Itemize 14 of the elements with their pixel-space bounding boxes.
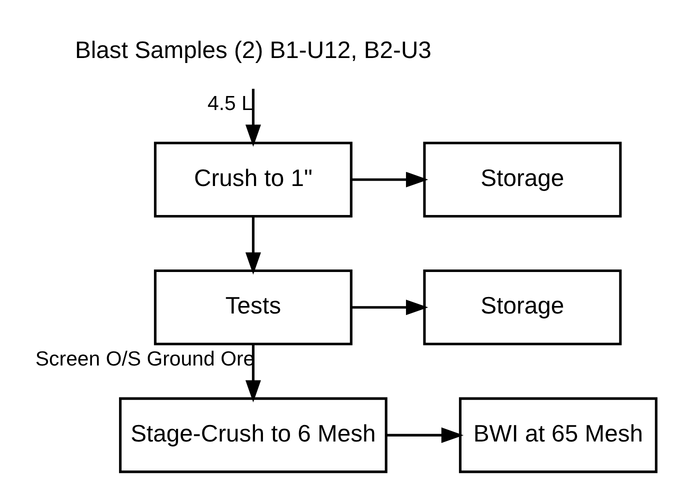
node-text: Blast Samples (2) B1-U12, B2-U3 — [74, 37, 432, 64]
node-box: Stage-Crush to 6 Mesh — [119, 397, 388, 474]
arrow — [245, 216, 261, 275]
node-box: Crush to 1" — [154, 142, 352, 218]
node-box: BWI at 65 Mesh — [458, 397, 658, 474]
arrow — [352, 300, 428, 316]
edge-label: 4.5 L — [207, 92, 253, 116]
arrow — [352, 172, 428, 188]
node-box: Tests — [154, 269, 352, 346]
arrow — [245, 88, 261, 147]
arrow — [386, 427, 464, 443]
arrow — [245, 344, 261, 402]
node-box: Storage — [423, 269, 622, 346]
node-box: Storage — [423, 142, 622, 218]
